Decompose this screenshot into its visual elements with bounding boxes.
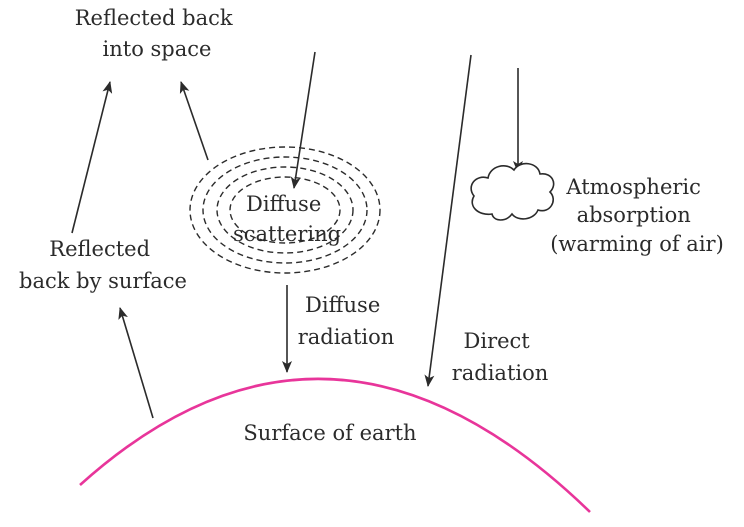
- reflected-by-surface-line-1: Reflected: [49, 237, 150, 261]
- direct-radiation-label: Direct radiation: [452, 329, 549, 385]
- incoming-to-scatter-arrow: [290, 51, 316, 189]
- atmospheric-absorption-line-2: absorption: [577, 203, 691, 227]
- reflected-into-space-line-1: Reflected back: [75, 6, 233, 30]
- scattering-rings: [189, 146, 381, 274]
- scattering-ring-3: [216, 166, 354, 254]
- direct-radiation-line-1: Direct: [464, 329, 531, 353]
- diffuse-radiation-label: Diffuse radiation: [298, 293, 395, 349]
- diffuse-scattering-line-1: Diffuse: [246, 192, 321, 216]
- atmospheric-absorption-line-1: Atmospheric: [565, 175, 700, 199]
- scattering-ring-2: [202, 156, 368, 264]
- diffuse-radiation-line-2: radiation: [298, 325, 395, 349]
- scattering-ring-1: [189, 146, 381, 274]
- reflected-by-surface-line-2: back by surface: [19, 269, 187, 293]
- reflected-by-surface-arrow: [118, 307, 154, 419]
- diffuse-radiation-line-1: Diffuse: [305, 293, 380, 317]
- direct-radiation-arrow: [424, 54, 472, 387]
- reflected-to-space-arrow-right: [179, 81, 209, 161]
- atmospheric-absorption-label: Atmospheric absorption (warming of air): [550, 175, 724, 256]
- diffuse-scattering-label: Diffuse scattering: [233, 192, 341, 246]
- scattering-ring-4: [229, 176, 341, 244]
- reflected-to-space-arrow-left: [71, 81, 113, 234]
- reflected-into-space-line-2: into space: [103, 37, 212, 61]
- diffuse-scattering-line-2: scattering: [233, 222, 341, 246]
- earth-surface-arc: [79, 377, 591, 513]
- atmospheric-absorption-line-3: (warming of air): [550, 232, 724, 256]
- cloud-icon: [470, 162, 555, 221]
- reflected-by-surface-label: Reflected back by surface: [19, 237, 187, 293]
- surface-of-earth-label: Surface of earth: [243, 421, 416, 445]
- reflected-into-space-label: Reflected back into space: [75, 6, 240, 61]
- direct-radiation-line-2: radiation: [452, 361, 549, 385]
